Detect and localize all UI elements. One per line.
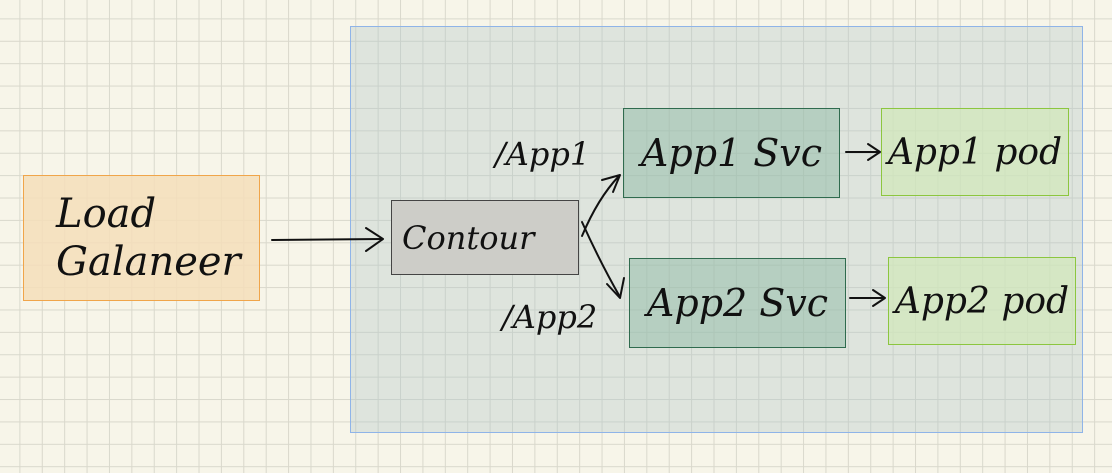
app2-pod-label: App2 pod <box>894 280 1070 322</box>
arrow-app1-svc-to-pod <box>845 143 881 161</box>
arrow-app2-svc-to-pod <box>849 289 886 307</box>
app1-pod-box: App1 pod <box>881 108 1069 196</box>
contour-label: Contour <box>402 218 535 257</box>
app2-service-box: App2 Svc <box>629 258 846 348</box>
arrow-lb-to-contour <box>271 227 384 252</box>
app2-pod-box: App2 pod <box>888 257 1076 345</box>
load-balancer-box: Load Galaneer <box>23 175 260 301</box>
load-balancer-label-line2: Galaneer <box>56 239 241 285</box>
route-app1-label: /App1 <box>495 135 591 173</box>
app2-service-label: App2 Svc <box>646 281 829 325</box>
app1-service-box: App1 Svc <box>623 108 840 198</box>
load-balancer-label-line1: Load <box>56 191 157 237</box>
app1-service-label: App1 Svc <box>640 131 823 175</box>
arrow-contour-to-app2-svc <box>581 221 625 299</box>
contour-box: Contour <box>391 200 579 275</box>
arrow-contour-to-app1-svc <box>581 174 621 237</box>
route-app2-label: /App2 <box>502 298 598 336</box>
app1-pod-label: App1 pod <box>887 131 1063 173</box>
